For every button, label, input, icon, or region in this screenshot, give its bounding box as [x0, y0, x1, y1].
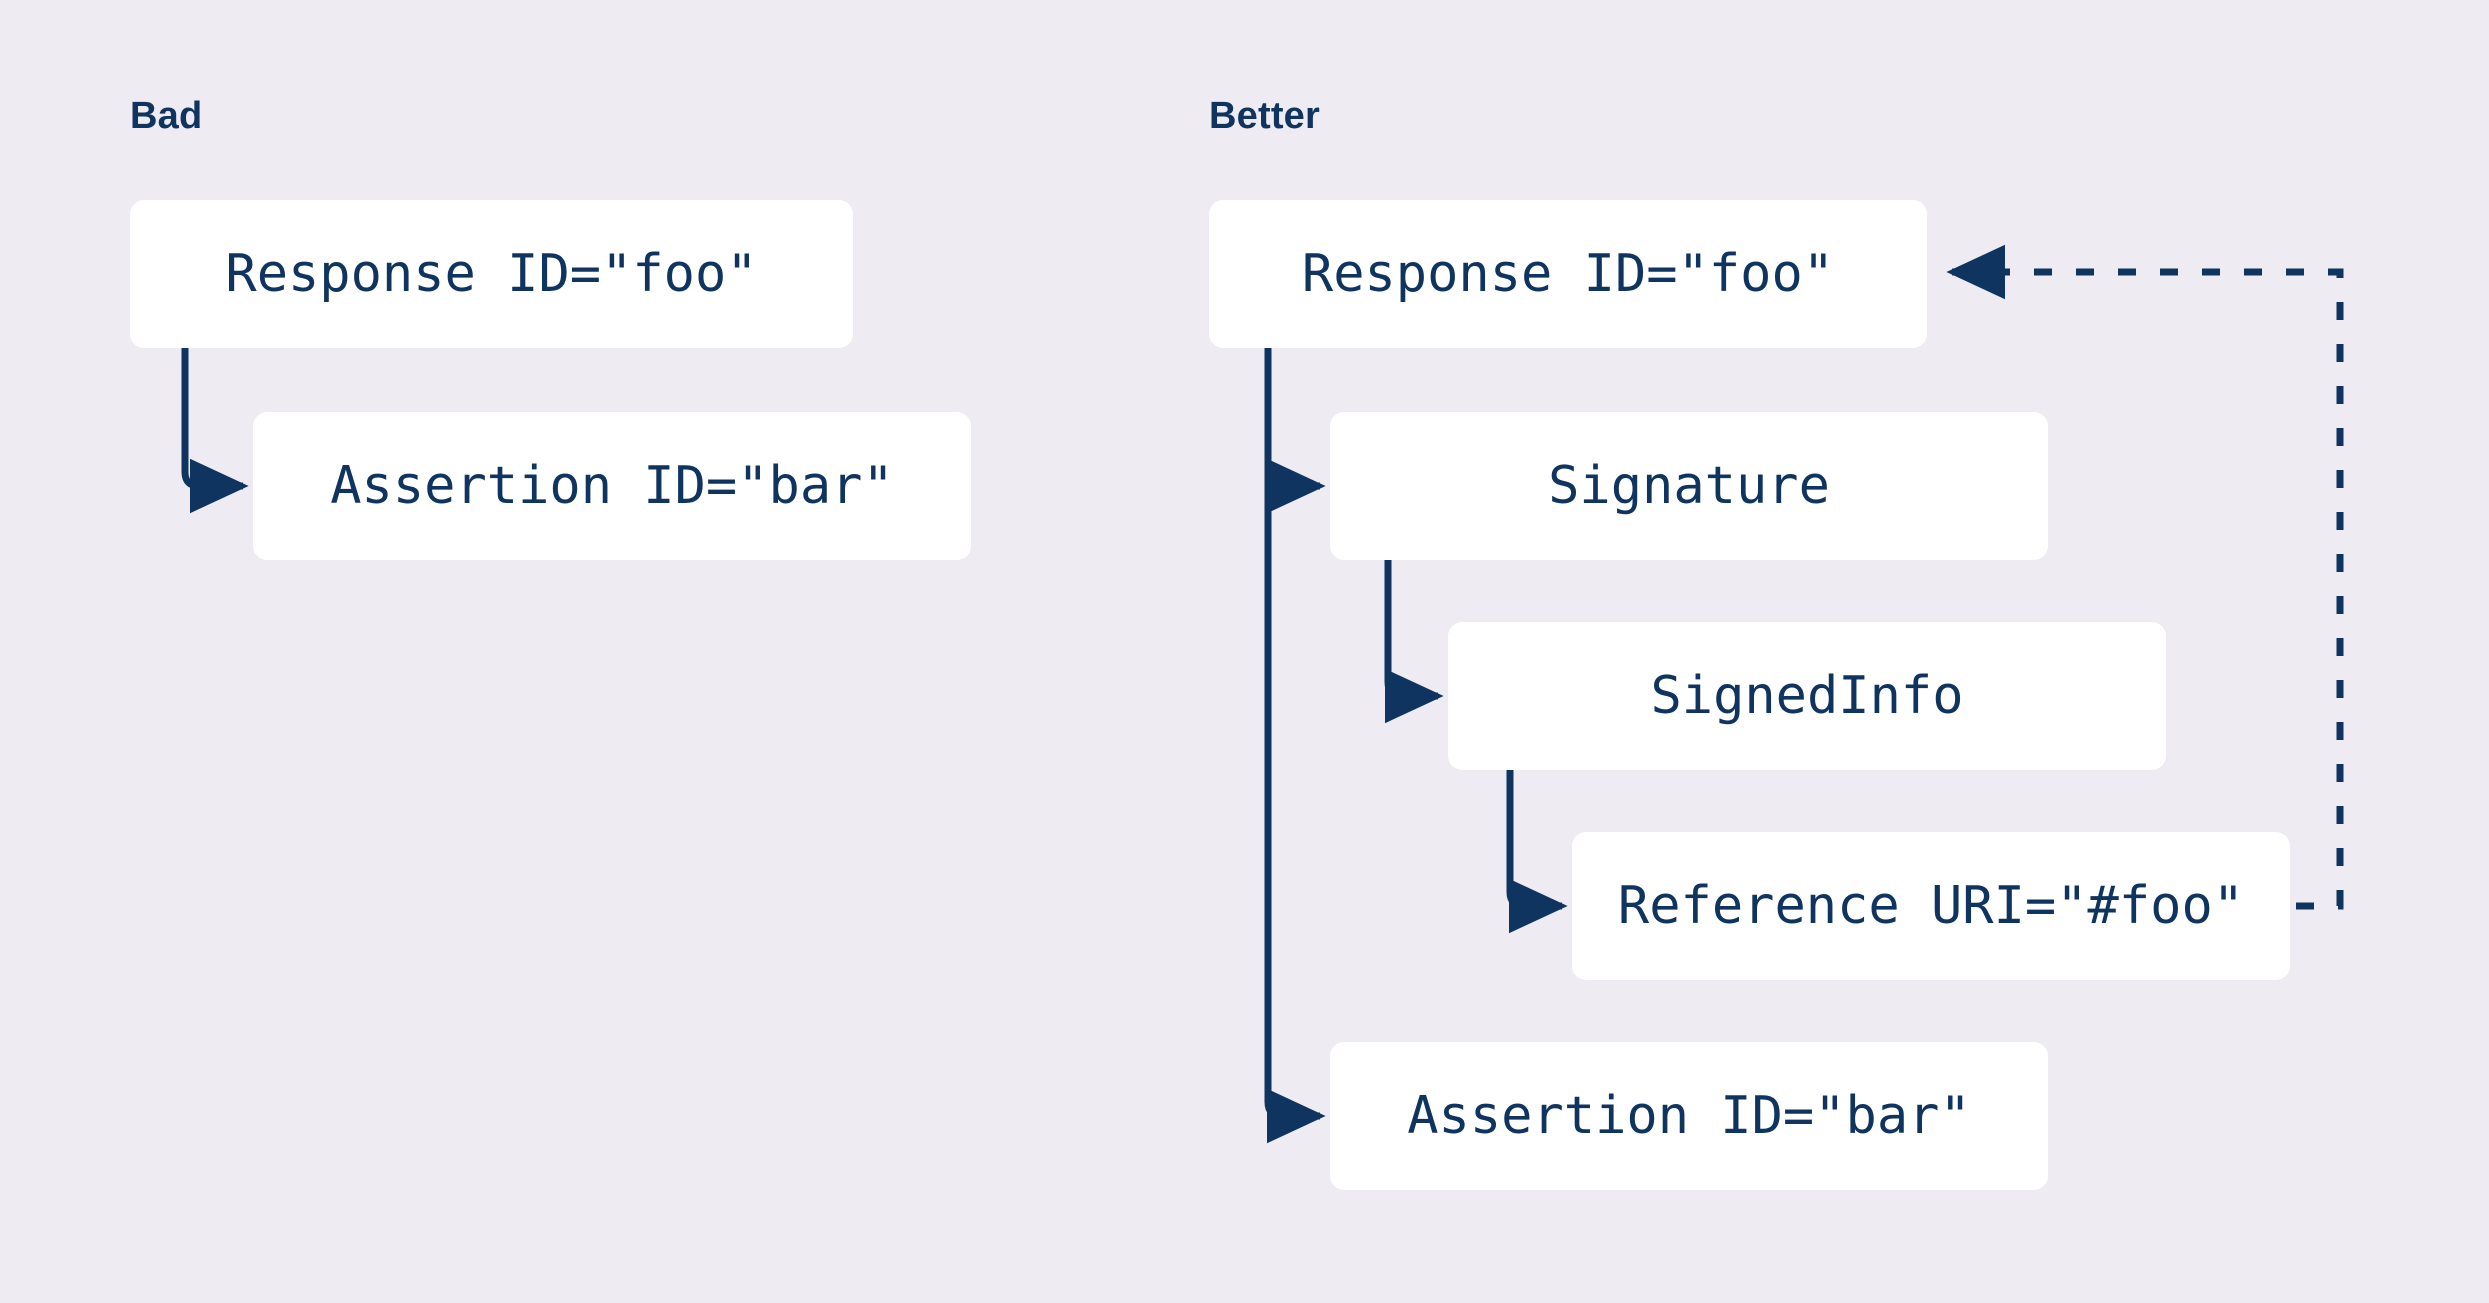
- node-better-reference[interactable]: Reference URI="#foo": [1572, 832, 2290, 980]
- edge-better-signature-to-signedinfo: [1384, 560, 1444, 724]
- edge-better-response-to-signature: [1264, 348, 1326, 514]
- node-better-response[interactable]: Response ID="foo": [1209, 200, 1927, 348]
- edge-better-signedinfo-to-reference: [1506, 770, 1568, 934]
- node-better-signature[interactable]: Signature: [1330, 412, 2048, 560]
- section-title-better: Better: [1209, 95, 1321, 137]
- node-bad-response[interactable]: Response ID="foo": [130, 200, 853, 348]
- edge-better-response-to-assertion: [1264, 348, 1326, 1144]
- section-title-bad: Bad: [130, 95, 203, 137]
- edge-better-reference-to-response-dashed: [1946, 244, 2344, 910]
- node-better-assertion[interactable]: Assertion ID="bar": [1330, 1042, 2048, 1190]
- node-better-signedinfo[interactable]: SignedInfo: [1448, 622, 2166, 770]
- edge-bad-response-to-assertion: [181, 348, 249, 514]
- node-bad-assertion[interactable]: Assertion ID="bar": [253, 412, 971, 560]
